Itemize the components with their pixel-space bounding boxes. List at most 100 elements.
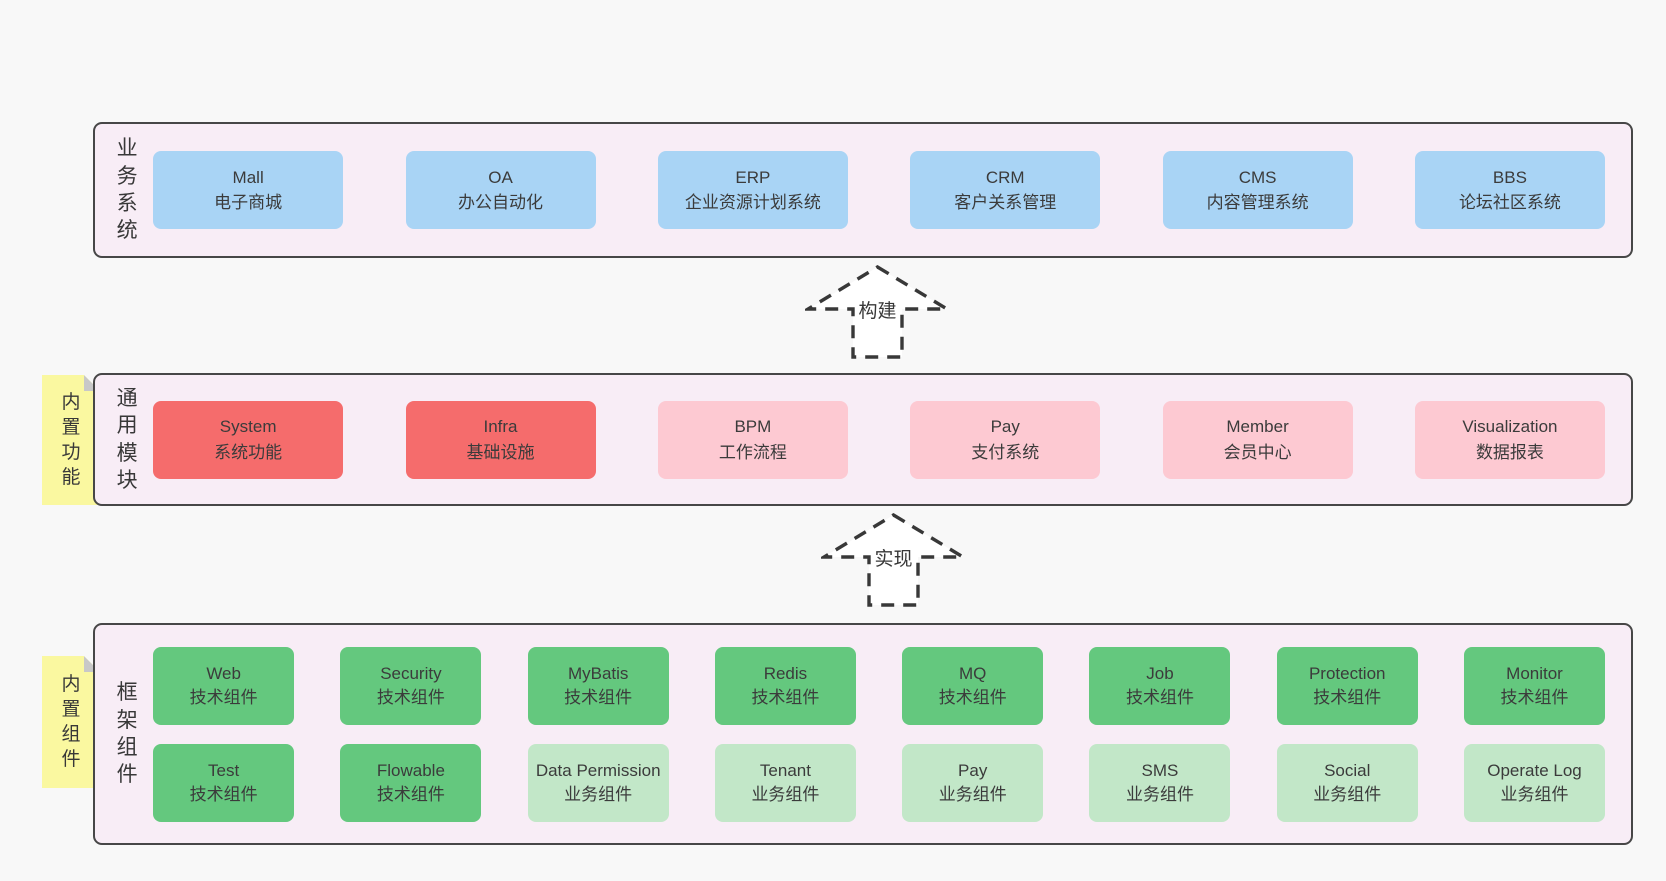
box-redis: Redis 技术组件 — [714, 646, 856, 725]
box-web: Web 技术组件 — [153, 646, 295, 725]
box-desc: 基础设施 — [466, 442, 535, 462]
layer-framework-components: 框架组件 Web 技术组件 Security 技术组件 MyBatis 技术组件… — [93, 623, 1633, 845]
arrow-build-up-icon: 构建 — [805, 264, 950, 361]
box-desc: 企业资源计划系统 — [684, 193, 821, 212]
box-test: Test 技术组件 — [153, 743, 295, 822]
box-desc: 论坛社区系统 — [1458, 193, 1561, 212]
box-desc: 技术组件 — [1125, 687, 1194, 707]
box-tenant: Tenant 业务组件 — [714, 743, 856, 822]
box-desc: 技术组件 — [376, 687, 445, 707]
box-name: SMS — [1141, 761, 1179, 781]
box-cms: CMS 内容管理系统 — [1162, 151, 1353, 229]
box-desc: 内容管理系统 — [1206, 193, 1309, 212]
box-oa: OA 办公自动化 — [405, 151, 596, 229]
box-name: CMS — [1238, 167, 1277, 187]
note-text: 内置功能 — [61, 391, 81, 489]
box-name: Member — [1226, 417, 1289, 436]
box-system: System 系统功能 — [153, 400, 344, 479]
box-name: System — [219, 417, 277, 436]
box-security: Security 技术组件 — [340, 646, 482, 725]
box-name: MyBatis — [567, 664, 629, 684]
box-name: Test — [208, 761, 240, 781]
box-visualization: Visualization 数据报表 — [1414, 400, 1605, 479]
box-desc: 业务组件 — [1313, 784, 1382, 804]
box-name: Mall — [232, 167, 264, 187]
box-name: BBS — [1492, 167, 1527, 187]
components-row-1: Web 技术组件 Security 技术组件 MyBatis 技术组件 Redi… — [153, 646, 1605, 725]
box-name: Social — [1324, 761, 1371, 781]
box-erp: ERP 企业资源计划系统 — [657, 151, 848, 229]
box-flowable: Flowable 技术组件 — [340, 743, 482, 822]
box-mybatis: MyBatis 技术组件 — [527, 646, 669, 725]
box-member: Member 会员中心 — [1162, 400, 1353, 479]
box-monitor: Monitor 技术组件 — [1464, 646, 1605, 725]
box-operate-log: Operate Log 业务组件 — [1464, 743, 1605, 822]
arrow-implement-label: 实现 — [871, 544, 916, 571]
sticky-note-builtin-features: 内置功能 — [42, 375, 100, 505]
box-name: Pay — [990, 417, 1020, 436]
box-name: Pay — [958, 761, 988, 781]
arrow-build-label: 构建 — [855, 296, 900, 323]
box-sms: SMS 业务组件 — [1089, 743, 1231, 822]
box-name: OA — [488, 167, 513, 187]
box-name: Protection — [1308, 664, 1386, 684]
sticky-note-builtin-components: 内置组件 — [42, 656, 100, 788]
modules-box-row: System 系统功能 Infra 基础设施 BPM 工作流程 Pay 支付系统… — [153, 400, 1605, 479]
box-name: Job — [1146, 664, 1174, 684]
box-name: BPM — [734, 417, 772, 436]
box-name: Security — [380, 664, 442, 684]
box-name: Flowable — [376, 761, 445, 781]
box-name: Tenant — [759, 761, 811, 781]
box-pay-component: Pay 业务组件 — [902, 743, 1044, 822]
box-name: MQ — [959, 664, 987, 684]
box-desc: 业务组件 — [1500, 784, 1569, 804]
business-box-row: Mall 电子商城 OA 办公自动化 ERP 企业资源计划系统 CRM 客户关系… — [153, 151, 1605, 229]
box-desc: 技术组件 — [189, 784, 258, 804]
box-desc: 支付系统 — [971, 442, 1040, 462]
box-desc: 系统功能 — [214, 442, 283, 462]
arrow-implement-up-icon: 实现 — [821, 512, 966, 609]
box-bpm: BPM 工作流程 — [657, 400, 848, 479]
box-desc: 业务组件 — [938, 784, 1007, 804]
box-data-permission: Data Permission 业务组件 — [527, 743, 669, 822]
box-desc: 技术组件 — [376, 784, 445, 804]
box-social: Social 业务组件 — [1276, 743, 1418, 822]
box-desc: 工作流程 — [718, 442, 787, 462]
layer-business-systems: 业务系统 Mall 电子商城 OA 办公自动化 ERP 企业资源计划系统 CRM… — [93, 122, 1633, 258]
layer-modules-label: 通用模块 — [116, 386, 138, 492]
box-infra: Infra 基础设施 — [405, 400, 596, 479]
box-desc: 业务组件 — [1125, 784, 1194, 804]
box-protection: Protection 技术组件 — [1276, 646, 1418, 725]
box-bbs: BBS 论坛社区系统 — [1414, 151, 1605, 229]
box-name: Operate Log — [1487, 761, 1582, 781]
box-desc: 技术组件 — [564, 687, 633, 707]
box-desc: 客户关系管理 — [954, 193, 1057, 212]
box-desc: 业务组件 — [564, 784, 633, 804]
box-name: Monitor — [1506, 664, 1563, 684]
box-desc: 技术组件 — [1500, 687, 1569, 707]
box-name: Web — [206, 664, 241, 684]
note-text: 内置组件 — [61, 673, 81, 771]
box-desc: 业务组件 — [751, 784, 820, 804]
box-name: Visualization — [1462, 417, 1558, 436]
box-desc: 会员中心 — [1223, 442, 1292, 462]
box-desc: 数据报表 — [1475, 442, 1544, 462]
box-desc: 电子商城 — [214, 193, 283, 212]
box-job: Job 技术组件 — [1089, 646, 1231, 725]
layer-common-modules: 通用模块 System 系统功能 Infra 基础设施 BPM 工作流程 Pay… — [93, 373, 1633, 506]
box-name: CRM — [985, 167, 1025, 187]
box-name: Infra — [483, 417, 518, 436]
box-name: ERP — [735, 167, 771, 187]
box-name: Redis — [763, 664, 808, 684]
box-name: Data Permission — [535, 761, 661, 781]
box-mq: MQ 技术组件 — [902, 646, 1044, 725]
layer-components-label: 框架组件 — [116, 681, 138, 787]
box-desc: 技术组件 — [751, 687, 820, 707]
box-mall: Mall 电子商城 — [153, 151, 344, 229]
box-desc: 技术组件 — [1313, 687, 1382, 707]
box-crm: CRM 客户关系管理 — [910, 151, 1101, 229]
box-desc: 技术组件 — [189, 687, 258, 707]
components-grid: Web 技术组件 Security 技术组件 MyBatis 技术组件 Redi… — [153, 646, 1605, 822]
box-desc: 技术组件 — [938, 687, 1007, 707]
